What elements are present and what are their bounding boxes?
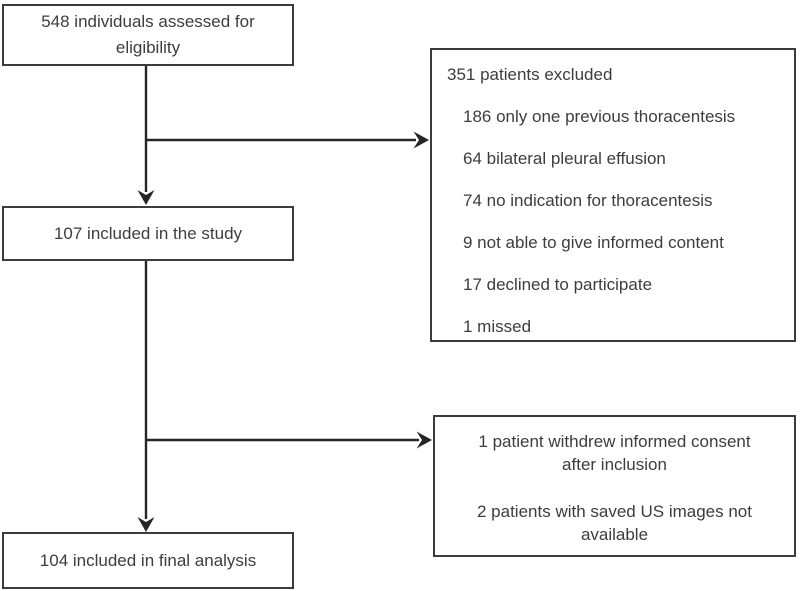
box-assessed-for-eligibility: 548 individuals assessed for eligibility bbox=[2, 4, 294, 66]
box-patients-excluded: 351 patients excluded 186 only one previ… bbox=[430, 48, 796, 342]
excluded-item: 17 declined to participate bbox=[463, 275, 653, 294]
arrowhead-down-final bbox=[137, 517, 155, 532]
final-label: 104 included in final analysis bbox=[39, 550, 257, 570]
arrowhead-right-excluded bbox=[413, 131, 429, 149]
assessed-label: 548 individuals assessed for eligibility bbox=[41, 12, 255, 57]
arrowhead-down-included bbox=[137, 190, 155, 205]
box-final-analysis: 104 included in final analysis bbox=[2, 532, 294, 589]
box-included-in-study: 107 included in the study bbox=[2, 206, 294, 261]
withdrawn-item: 1 patient withdrew informed consent afte… bbox=[478, 432, 751, 474]
box-withdrawn-unavailable: 1 patient withdrew informed consent afte… bbox=[433, 415, 796, 557]
excluded-item: 186 only one previous thoracentesis bbox=[463, 107, 736, 126]
excluded-item: 1 missed bbox=[463, 317, 532, 336]
included-label: 107 included in the study bbox=[53, 223, 243, 243]
arrowhead-right-withdrawn bbox=[416, 431, 432, 449]
excluded-title: 351 patients excluded bbox=[447, 65, 613, 84]
excluded-item: 64 bilateral pleural effusion bbox=[463, 149, 666, 168]
withdrawn-item: 2 patients with saved US images not avai… bbox=[477, 502, 752, 544]
excluded-item: 9 not able to give informed content bbox=[463, 233, 724, 252]
excluded-item: 74 no indication for thoracentesis bbox=[463, 191, 713, 210]
